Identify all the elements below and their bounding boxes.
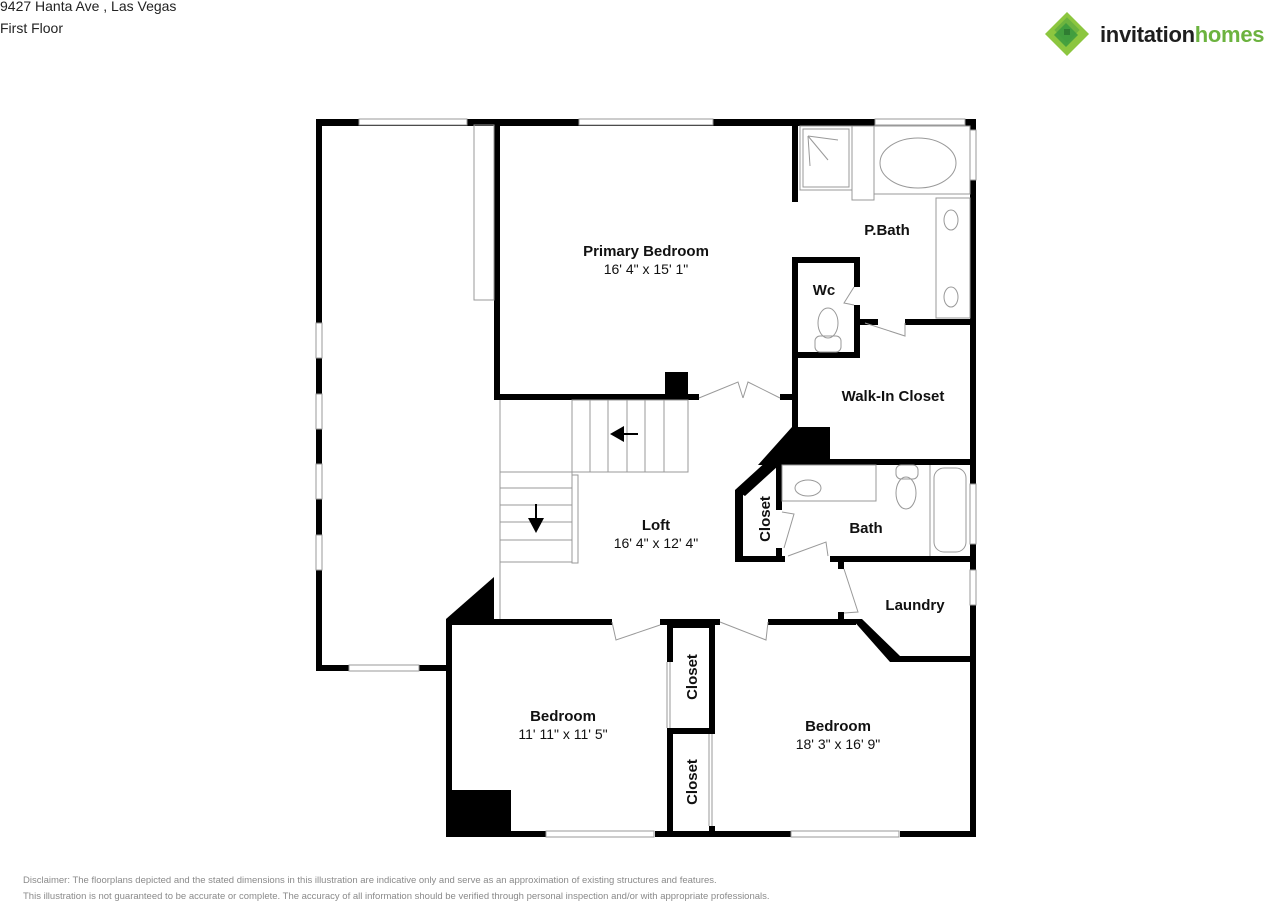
logo-word-homes: homes xyxy=(1194,22,1265,47)
fixtures xyxy=(473,124,971,826)
room-loft-dims: 16' 4" x 12' 4" xyxy=(614,535,699,551)
room-primary-bedroom-label: Primary Bedroom xyxy=(583,243,709,260)
room-loft-label: Loft xyxy=(642,517,670,534)
room-wc-label: Wc xyxy=(813,282,836,299)
invitation-homes-logo-icon xyxy=(1045,12,1089,56)
room-walk-in-closet-label: Walk-In Closet xyxy=(842,388,945,405)
room-bedroom-right-label: Bedroom xyxy=(805,718,871,735)
disclaimer-line-1: Disclaimer: The floorplans depicted and … xyxy=(23,875,717,886)
room-bedroom-right-dims: 18' 3" x 16' 9" xyxy=(796,736,881,752)
property-address: 9427 Hanta Ave , Las Vegas xyxy=(0,0,177,14)
floor-label: First Floor xyxy=(0,20,63,36)
room-bedroom-left-dims: 11' 11" x 11' 5" xyxy=(518,726,607,742)
room-bath-label: Bath xyxy=(849,520,882,537)
disclaimer-line-2: This illustration is not guaranteed to b… xyxy=(23,891,770,902)
room-closet-upper-label: Closet xyxy=(684,654,701,700)
brand-logo: invitationhomes xyxy=(1044,11,1265,57)
stairs-down-arrow-icon xyxy=(528,504,544,533)
room-bedroom-left-label: Bedroom xyxy=(530,708,596,725)
room-primary-bedroom-dims: 16' 4" x 15' 1" xyxy=(604,261,689,277)
windows xyxy=(315,118,977,838)
room-closet-lower-label: Closet xyxy=(684,759,701,805)
room-laundry-label: Laundry xyxy=(885,597,945,614)
logo-word-invitation: invitation xyxy=(1100,22,1195,47)
room-closet-loft-label: Closet xyxy=(757,496,774,542)
room-p-bath-label: P.Bath xyxy=(864,222,910,239)
stairs-up-arrow-icon xyxy=(610,426,638,442)
